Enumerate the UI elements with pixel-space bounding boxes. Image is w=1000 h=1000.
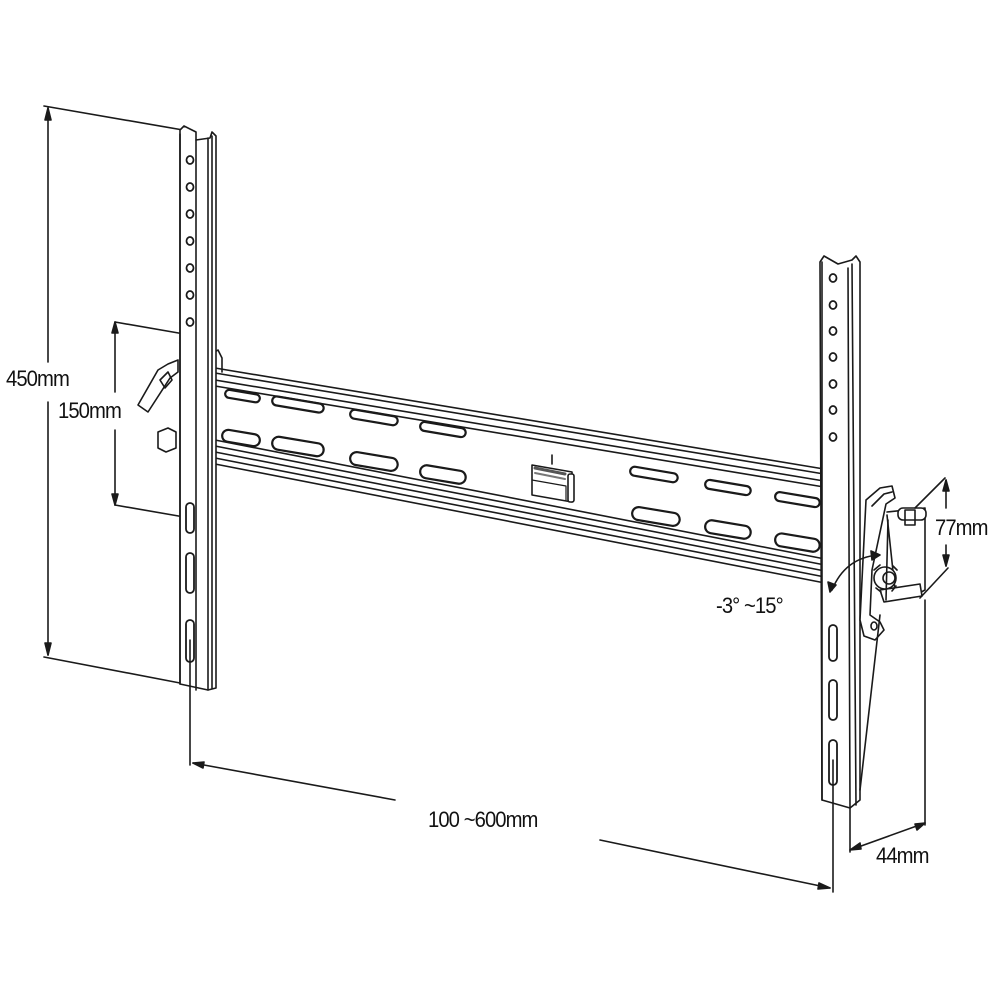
- label-bracket-height: 450mm: [6, 366, 70, 391]
- dimension-44mm: [849, 599, 926, 853]
- center-lock-tab: [531, 454, 575, 503]
- dimension-450mm: [43, 105, 184, 684]
- tilt-arc-arrow: [827, 550, 881, 593]
- label-tilt-range: -3° ~15°: [716, 593, 784, 618]
- tilt-hinge: [859, 485, 927, 791]
- dimension-77mm: [914, 477, 950, 599]
- horizontal-rail: [214, 367, 831, 585]
- dimension-100-600mm: [192, 761, 831, 890]
- label-wall-depth: 44mm: [876, 843, 929, 868]
- right-arm: [819, 255, 927, 893]
- label-horizontal-spacing: 100 ~600mm: [428, 807, 538, 832]
- label-vertical-adjust: 150mm: [58, 398, 122, 423]
- left-arm: [137, 125, 223, 766]
- label-mount-depth: 77mm: [935, 515, 988, 540]
- dimension-150mm: [111, 321, 191, 519]
